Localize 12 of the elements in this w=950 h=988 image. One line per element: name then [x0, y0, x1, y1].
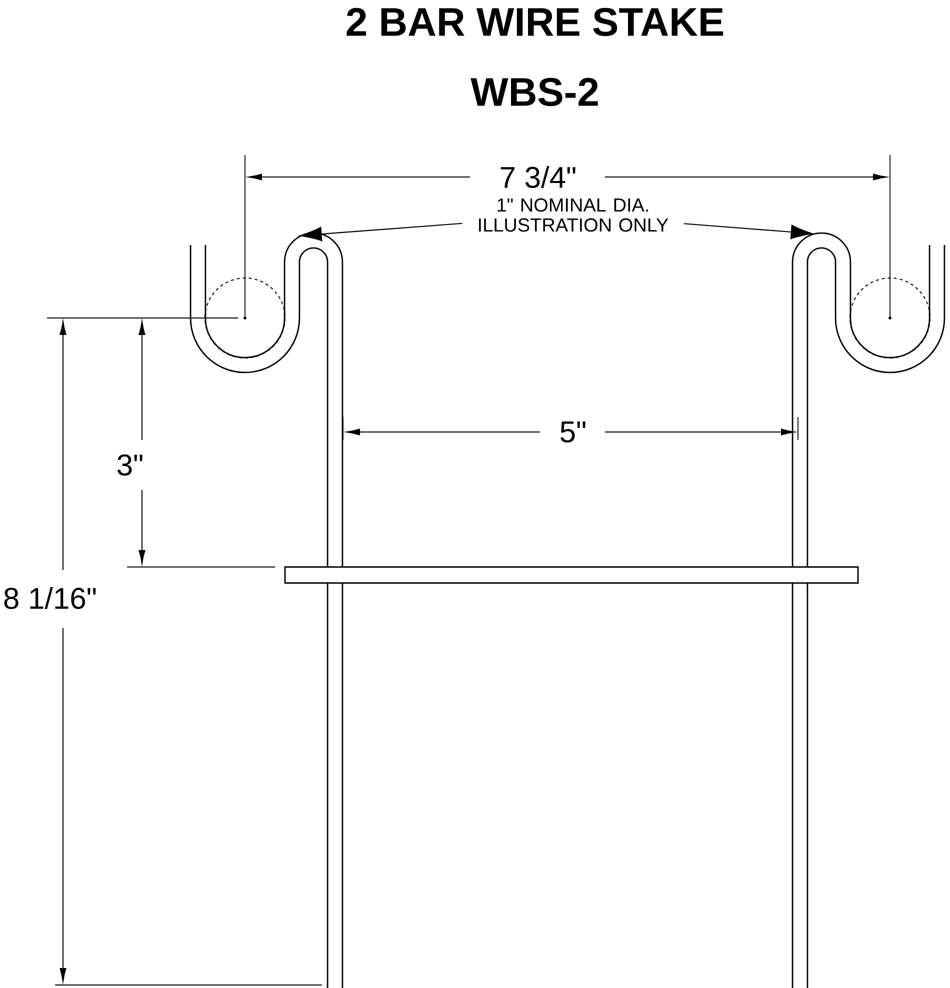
leader-line [684, 223, 813, 240]
dimension-text: 3" [117, 454, 142, 476]
callout-text: 1" NOMINAL DIA. ILLUSTRATION ONLY [479, 198, 668, 232]
title: 2 BAR WIRE STAKE [346, 8, 724, 36]
dimension-text: 8 1/16" [4, 587, 96, 610]
model-number: WBS-2 [470, 78, 598, 106]
wire-stake-drawing [792, 232, 946, 988]
wire-stake-drawing [190, 232, 344, 988]
dimension-text: 7 3/4" [500, 166, 576, 188]
leader-line [300, 222, 462, 242]
crossbar [284, 566, 859, 584]
dimension-text: 5" [560, 422, 586, 442]
